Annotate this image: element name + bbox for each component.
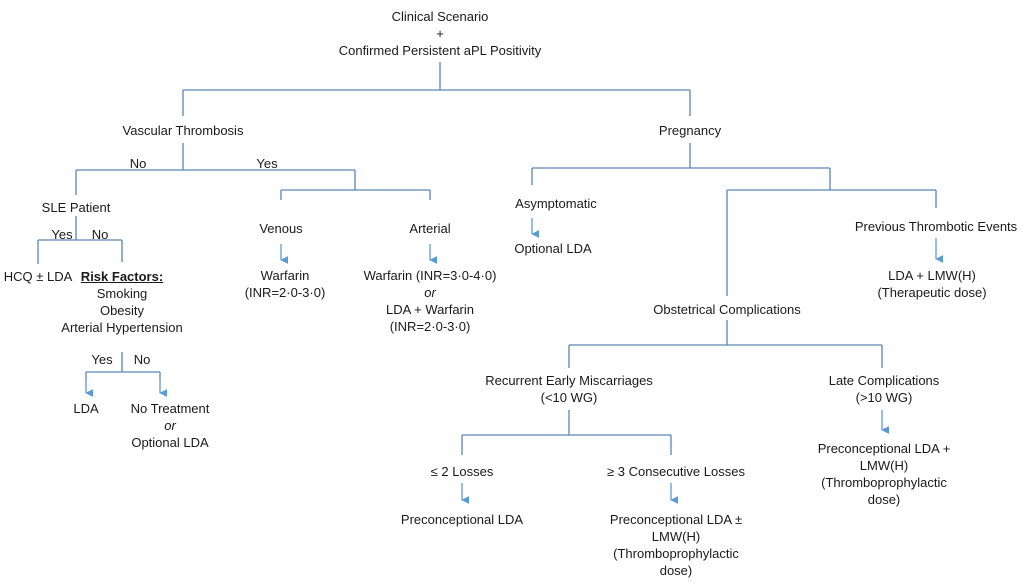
arterial-treatment-line3: (INR=2·0-3·0) <box>389 319 471 334</box>
root-line2: + <box>436 26 444 41</box>
connector-obstetrical <box>568 320 883 368</box>
obstetrical-complications-node: Obstetrical Complications <box>653 302 801 317</box>
connector-risk <box>85 352 161 380</box>
venous-treatment: Warfarin (INR=2·0-3·0) <box>245 267 326 301</box>
no-treatment-or: or <box>164 418 176 433</box>
asymptomatic-node: Asymptomatic <box>515 196 597 211</box>
late-treatment-line2: LMW(H) <box>859 458 909 473</box>
connector-root <box>182 62 691 116</box>
optional-lda-outcome: Optional LDA <box>514 241 592 256</box>
arterial-treatment: Warfarin (INR=3·0-4·0) or LDA + Warfarin… <box>364 267 497 335</box>
hcq-outcome: HCQ ± LDA <box>3 269 73 284</box>
lda-outcome: LDA <box>73 401 99 416</box>
connector-vascular <box>75 143 431 200</box>
previous-treatment-line2: (Therapeutic dose) <box>877 285 987 300</box>
ge3-treatment-line2: LMW(H) <box>651 529 701 544</box>
no-treatment-outcome: No Treatment or Optional LDA <box>131 400 210 451</box>
risk-factor-item: Arterial Hypertension <box>61 320 183 335</box>
root-line1: Clinical Scenario <box>391 9 489 24</box>
no-treatment-line2: Optional LDA <box>131 435 209 450</box>
connector-early <box>461 410 672 455</box>
venous-node: Venous <box>259 221 303 236</box>
late-complications-line2: (>10 WG) <box>855 390 913 405</box>
le2-treatment: Preconceptional LDA <box>400 512 524 527</box>
late-treatment-line3: (Thromboprophylactic <box>821 475 947 490</box>
ge3-losses-node: ≥ 3 Consecutive Losses <box>607 464 745 479</box>
ge3-treatment-line4: dose) <box>659 563 693 578</box>
no-treatment-line1: No Treatment <box>130 401 210 416</box>
root-node: Clinical Scenario + Confirmed Persistent… <box>339 8 542 59</box>
risk-no-label: No <box>133 352 151 367</box>
previous-thrombotic-events-node: Previous Thrombotic Events <box>854 219 1018 234</box>
arterial-treatment-line1: Warfarin (INR=3·0-4·0) <box>363 268 497 283</box>
vascular-yes-label: Yes <box>256 156 278 171</box>
arterial-node: Arterial <box>409 221 451 236</box>
risk-factors-title: Risk Factors: <box>80 269 164 284</box>
ge3-treatment-line3: (Thromboprophylactic <box>613 546 739 561</box>
risk-factors-node: Risk Factors: Smoking Obesity Arterial H… <box>61 268 182 336</box>
connector-pregnancy <box>531 143 937 296</box>
connector-sle <box>37 216 123 264</box>
late-treatment: Preconceptional LDA + LMW(H) (Thrombopro… <box>818 440 951 508</box>
early-miscarriages-line1: Recurrent Early Miscarriages <box>485 373 653 388</box>
late-complications-node: Late Complications (>10 WG) <box>829 372 940 406</box>
vascular-no-label: No <box>129 156 147 171</box>
previous-treatment-line1: LDA + LMW(H) <box>888 268 976 283</box>
early-miscarriages-line2: (<10 WG) <box>540 390 598 405</box>
le2-losses-node: ≤ 2 Losses <box>430 464 494 479</box>
venous-treatment-line2: (INR=2·0-3·0) <box>244 285 326 300</box>
sle-patient-node: SLE Patient <box>41 200 111 215</box>
ge3-treatment-line1: Preconceptional LDA ± <box>609 512 743 527</box>
late-treatment-line4: dose) <box>867 492 901 507</box>
risk-yes-label: Yes <box>91 352 113 367</box>
root-line3: Confirmed Persistent aPL Positivity <box>338 43 542 58</box>
late-treatment-line1: Preconceptional LDA + <box>817 441 951 456</box>
ge3-treatment: Preconceptional LDA ± LMW(H) (Thrombopro… <box>610 511 742 579</box>
vascular-thrombosis-node: Vascular Thrombosis <box>122 123 244 138</box>
early-miscarriages-node: Recurrent Early Miscarriages (<10 WG) <box>485 372 653 406</box>
venous-treatment-line1: Warfarin <box>260 268 310 283</box>
arterial-treatment-line2: LDA + Warfarin <box>385 302 475 317</box>
sle-yes-label: Yes <box>51 227 73 242</box>
arterial-treatment-or: or <box>424 285 436 300</box>
pregnancy-node: Pregnancy <box>658 123 722 138</box>
sle-no-label: No <box>91 227 109 242</box>
previous-treatment: LDA + LMW(H) (Therapeutic dose) <box>877 267 986 301</box>
late-complications-line1: Late Complications <box>828 373 940 388</box>
risk-factor-item: Smoking <box>96 286 148 301</box>
risk-factor-item: Obesity <box>99 303 145 318</box>
